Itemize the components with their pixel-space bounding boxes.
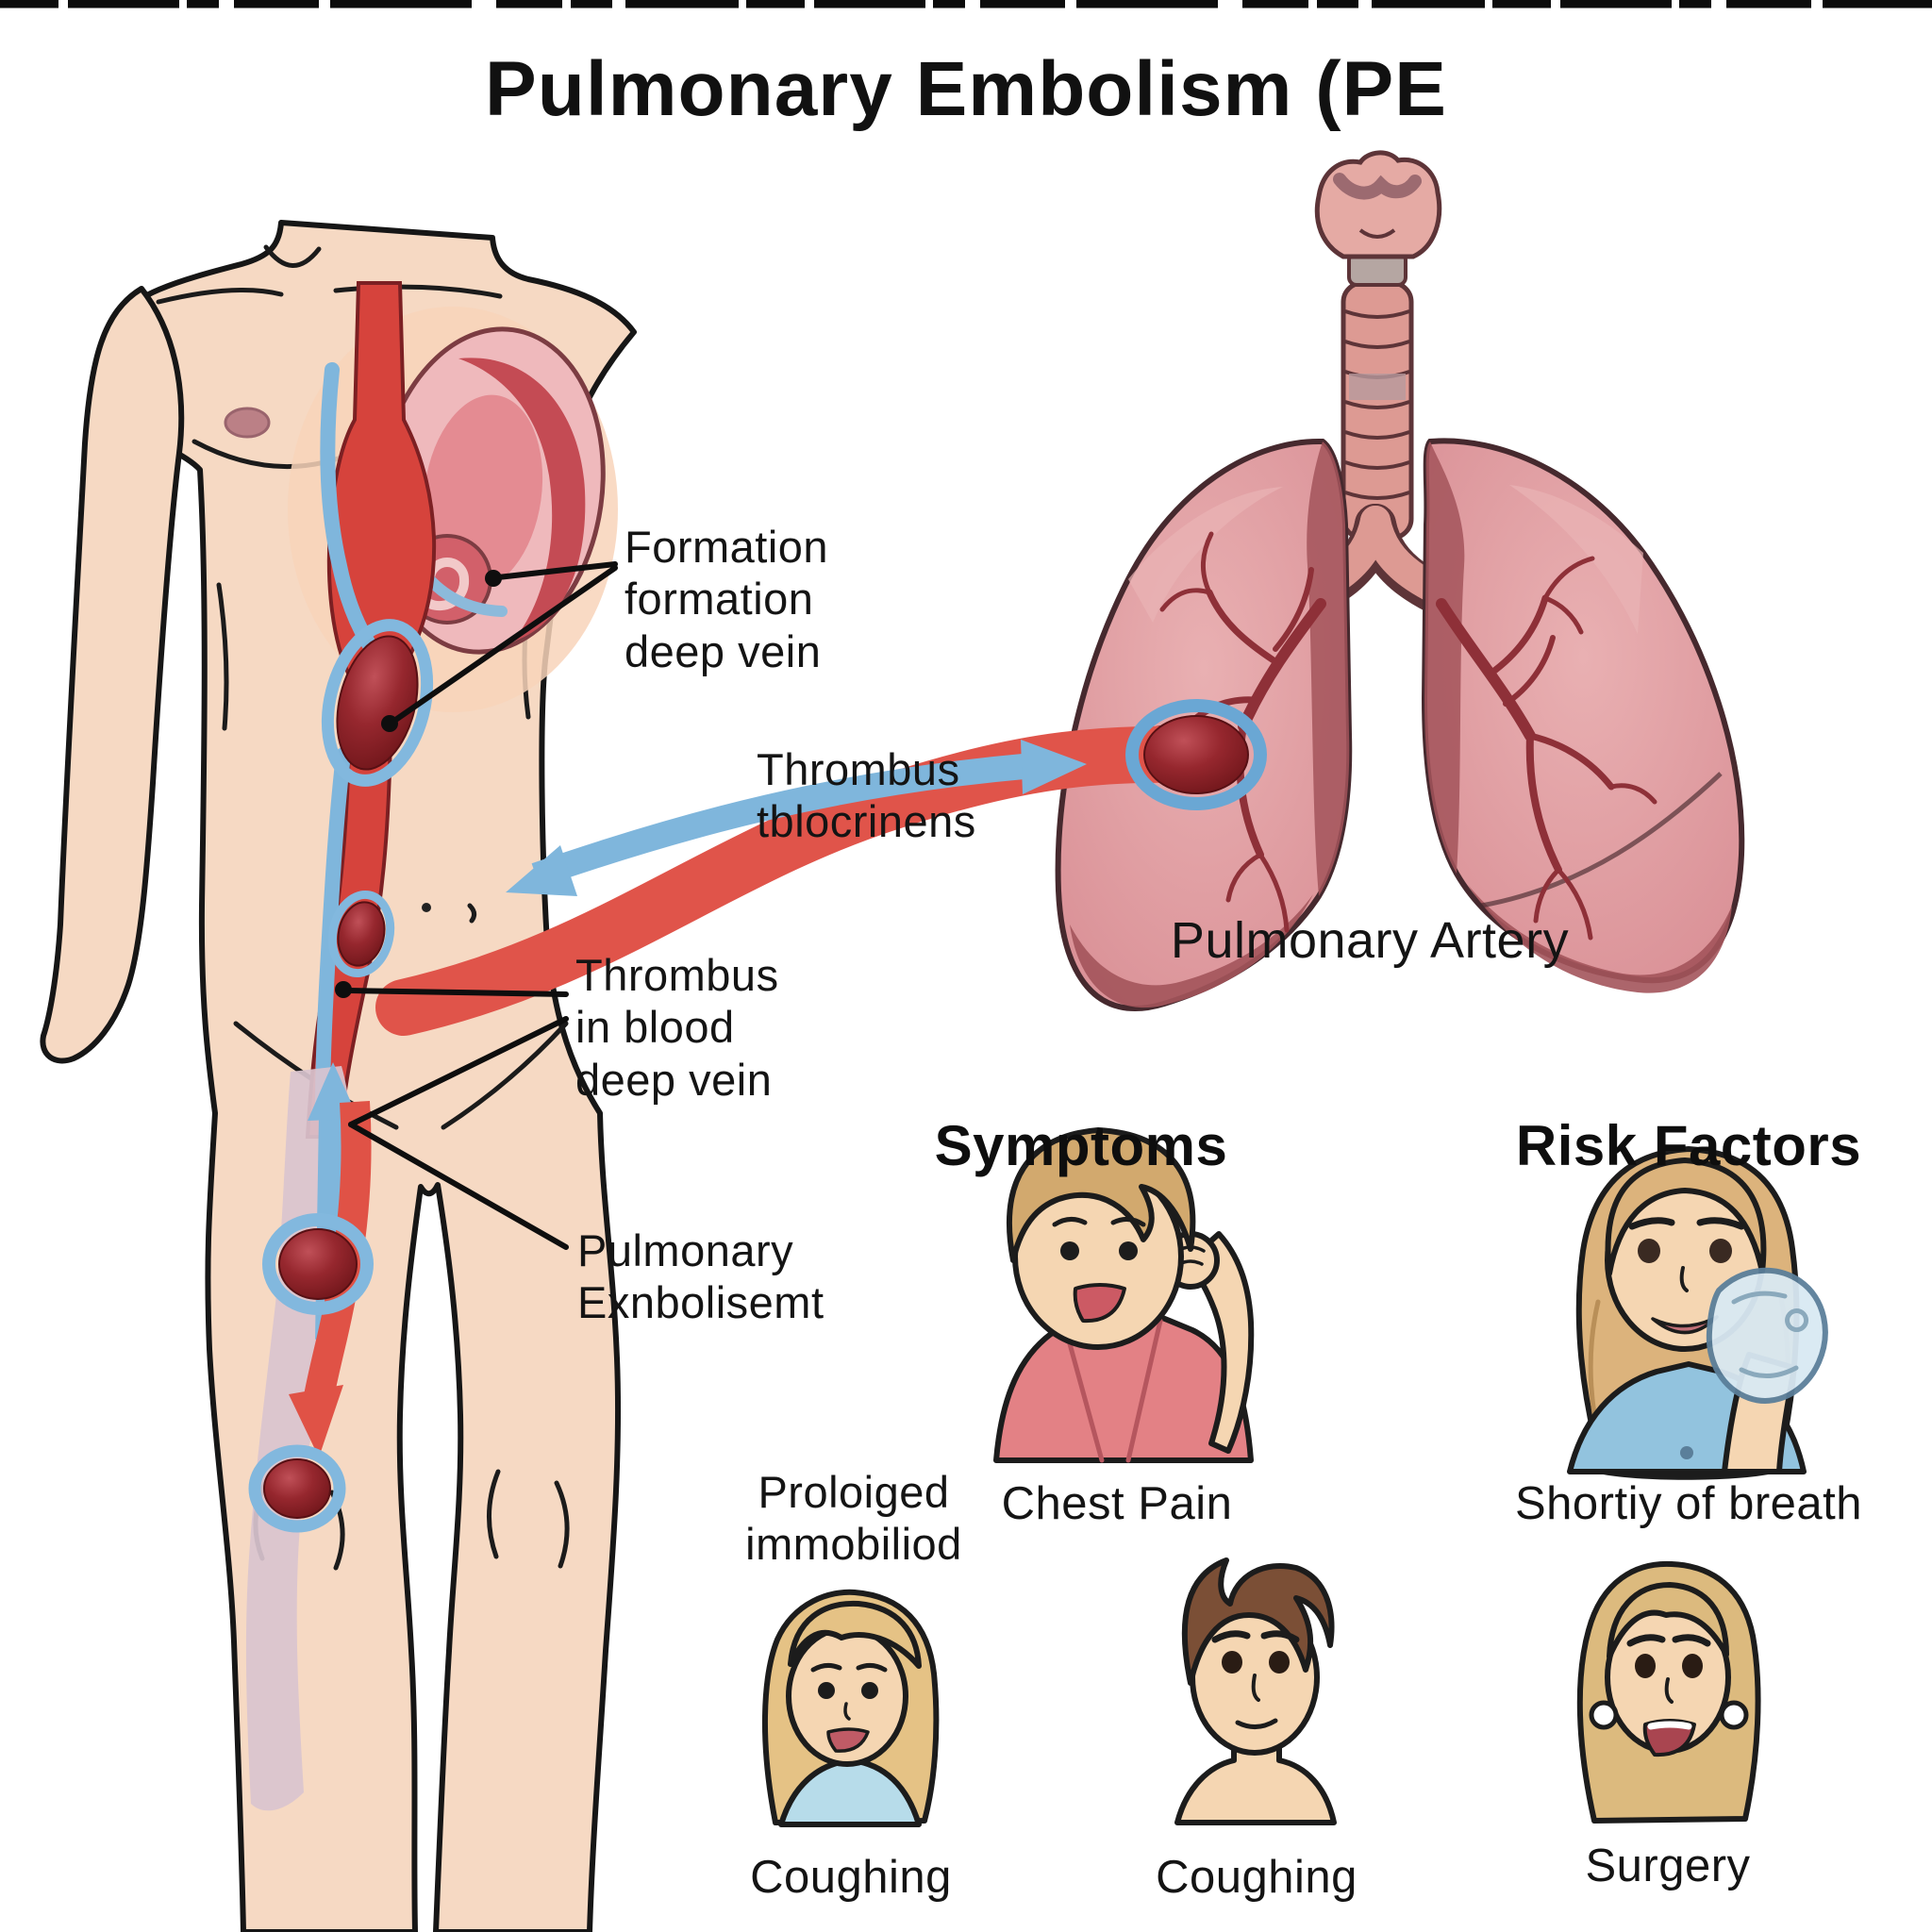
caption-coughing-1: Coughing (750, 1852, 952, 1903)
label-pulmonary-artery: Pulmonary Artery (1170, 912, 1570, 969)
symptoms-heading: Symptoms (934, 1114, 1228, 1177)
risk-factors-heading: Risk Factors (1515, 1114, 1862, 1177)
label-thrombus-blocking: Thrombus tblocrinens (757, 744, 976, 847)
caption-shortness-of-breath: Shortiy of breath (1514, 1478, 1863, 1529)
embolus-travel-path (375, 699, 1267, 1036)
chest-pain-figure (993, 1127, 1255, 1463)
thrombus-abdomen (327, 890, 395, 978)
caption-coughing-2: Coughing (1156, 1852, 1357, 1903)
nipple (224, 407, 271, 439)
caption-surgery: Surgery (1585, 1840, 1751, 1891)
hair-front (788, 1600, 922, 1669)
travel-arrowhead-right (1021, 740, 1087, 794)
thrombus-thigh (262, 1213, 374, 1315)
earring (1589, 1700, 1619, 1730)
coughing-man-figure (1174, 1557, 1337, 1825)
travel-path-artery (375, 725, 1213, 1036)
label-prolonged-immobilization: Proloiged immobiliod (745, 1467, 962, 1570)
thrombus-calf (248, 1444, 346, 1533)
travel-arrowhead-left (506, 845, 577, 896)
lungs-illustration (1055, 150, 1745, 1011)
mouth (1073, 1283, 1126, 1324)
left-arm (40, 286, 185, 1064)
larynx (1314, 150, 1442, 259)
oxygen-mask (1706, 1267, 1828, 1404)
page-title: Pulmonary Embolism (PE (485, 46, 1447, 132)
label-pulmonary-embolism: Pulmonary Exnbolisemt (577, 1225, 824, 1328)
stray-mark (422, 903, 431, 912)
travel-path-vein-arrow (531, 753, 1030, 888)
open-mouth (1642, 1719, 1696, 1757)
leader-lines (335, 561, 618, 1250)
earring (1719, 1700, 1749, 1730)
surgery-woman-figure (1576, 1560, 1761, 1824)
hair-front (1607, 1582, 1729, 1659)
hair (1181, 1557, 1335, 1686)
thrombus-lung (1125, 699, 1267, 810)
hair (1007, 1127, 1196, 1263)
label-thrombus-in-vein: Thrombus in blood deep vein (575, 950, 779, 1105)
coughing-girl-figure (761, 1589, 940, 1827)
label-formation-deep-vein: Formation formation deep vein (625, 522, 829, 676)
bronchial-tree-right (1436, 556, 1657, 941)
thrombus-chest (321, 619, 434, 787)
raised-arm (1182, 1231, 1255, 1454)
body-figure (40, 220, 637, 1932)
hair-front (1605, 1158, 1767, 1276)
caption-chest-pain: Chest Pain (1001, 1478, 1233, 1529)
mouth (826, 1727, 870, 1753)
shortness-of-breath-figure (1567, 1146, 1828, 1480)
right-lung (1421, 438, 1745, 993)
